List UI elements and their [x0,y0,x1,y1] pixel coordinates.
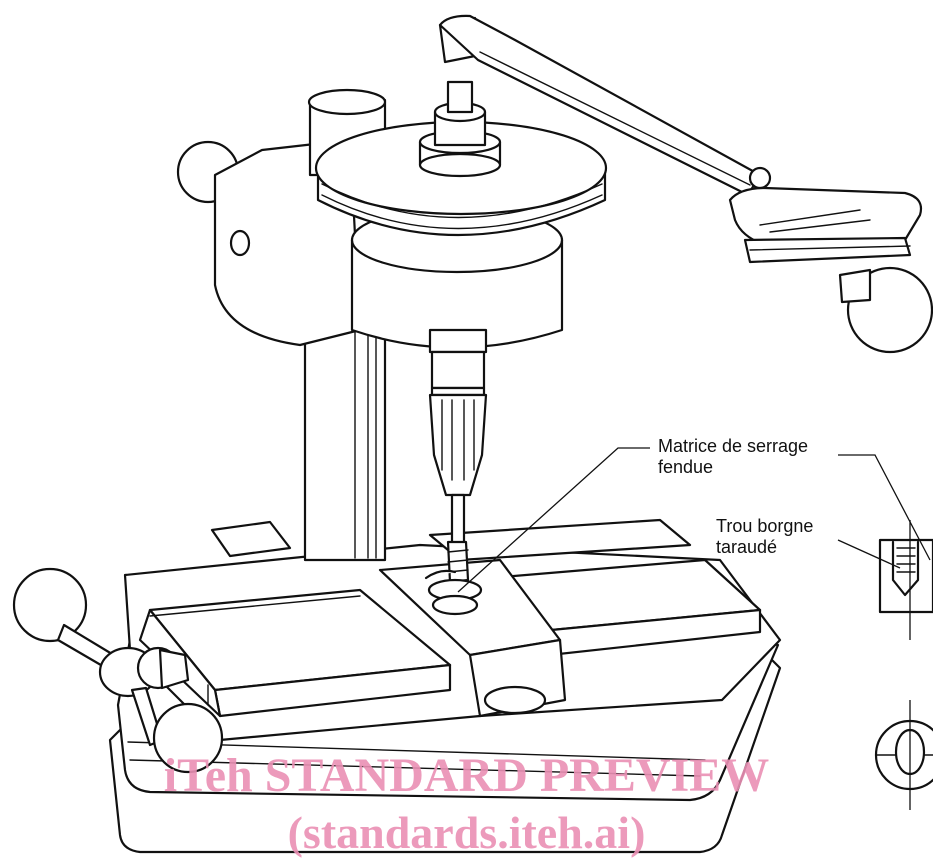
spindle-chuck [428,328,488,545]
watermark-title: iTeh STANDARD PREVIEW [163,749,770,802]
watermark-url: (standards.iteh.ai) [287,807,646,858]
feed-wheel [314,80,608,237]
blind-hole-top-view [874,700,933,810]
left-handle [12,567,224,774]
split-die-workpiece [424,540,483,616]
arm [438,14,933,354]
blind-hole-label-line1: Trou borgne [716,516,814,536]
blind-hole-label: Trou borgne taraudé [716,516,813,558]
blind-hole-label-line2: taraudé [716,537,778,557]
blind-hole-detail [878,520,933,640]
split-die-label-line2: fendue [658,457,714,477]
split-die-label: Matrice de serrage fendue [658,436,808,478]
column [303,318,387,562]
split-die-label-line1: Matrice de serrage [658,436,809,456]
leader-lines [457,447,931,593]
